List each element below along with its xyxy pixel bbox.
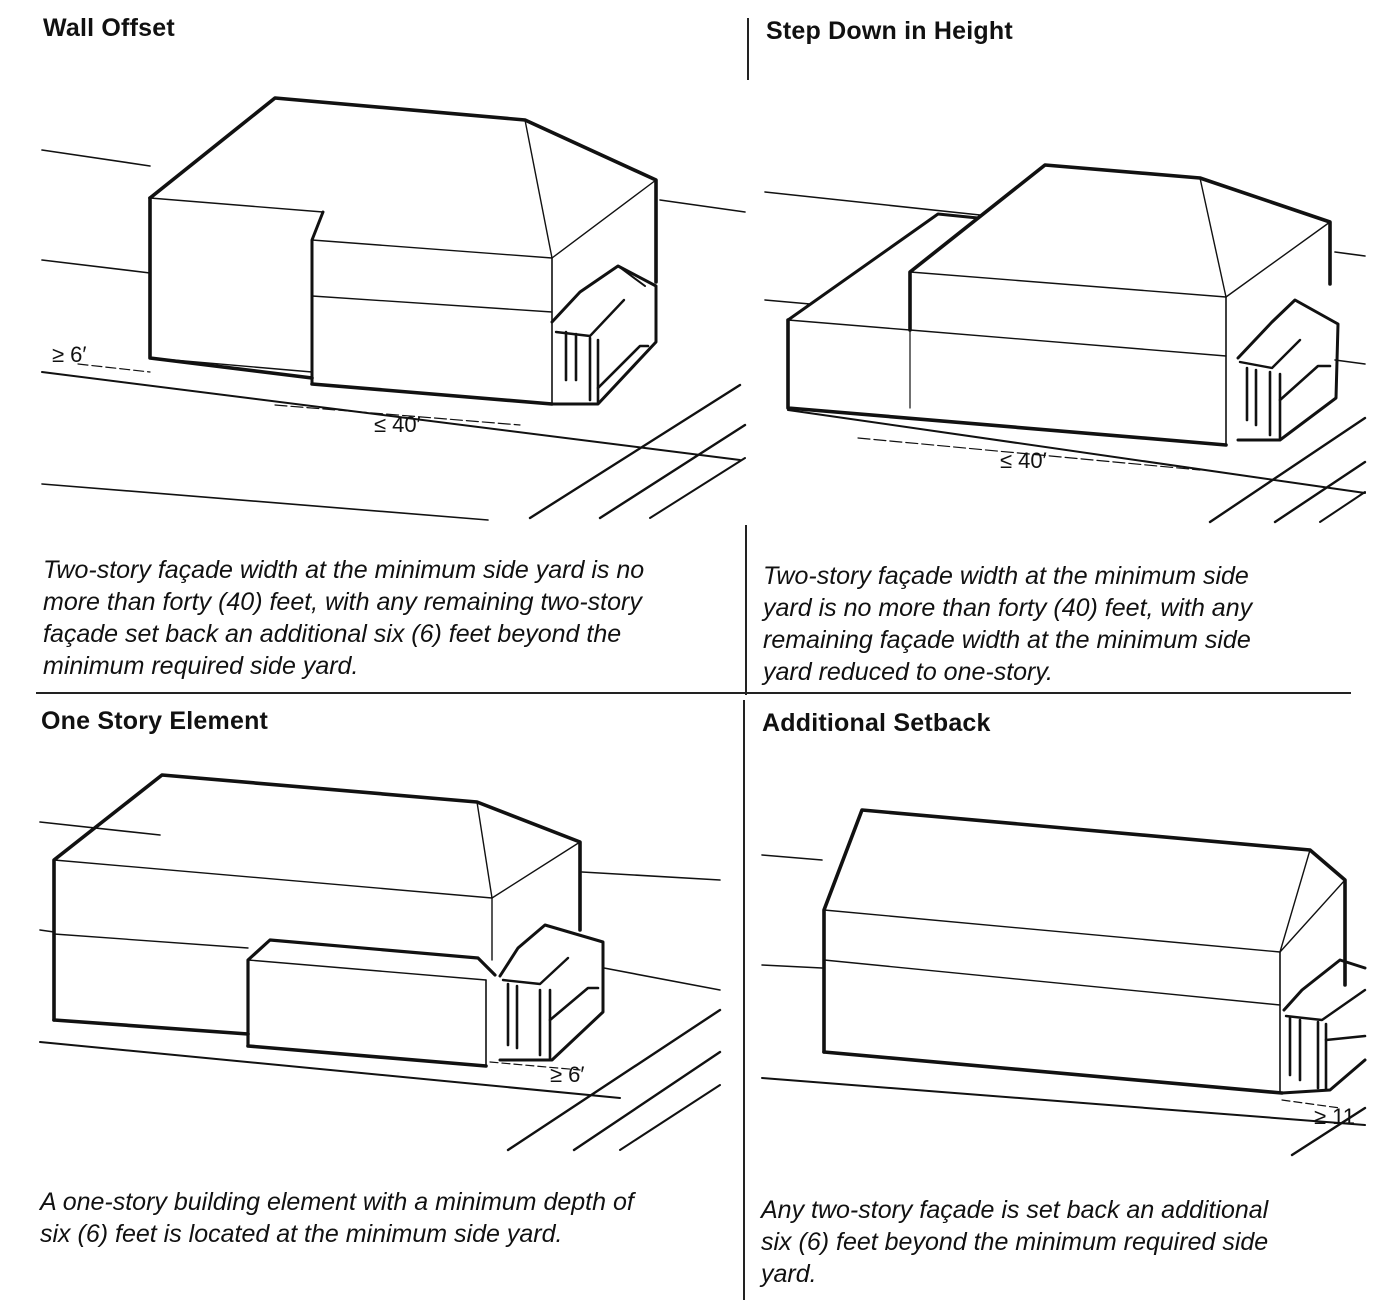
dimension-label-max-40ft: ≤ 40′ xyxy=(1000,448,1047,473)
diagram-wall-offset: ≥ 6′ ≤ 40′ xyxy=(41,96,747,521)
caption-line: minimum required side yard. xyxy=(43,652,359,680)
panel-caption-step-down: Two-story façade width at the minimum si… xyxy=(763,560,1252,688)
diagram-additional-setback: ≥ 11 xyxy=(761,808,1367,1157)
caption-line: Any two-story façade is set back an addi… xyxy=(761,1196,1269,1224)
panel-title-one-story: One Story Element xyxy=(41,707,269,735)
diagram-step-down: ≤ 40′ xyxy=(764,163,1367,524)
caption-line: façade set back an additional six (6) fe… xyxy=(43,620,622,648)
vertical-divider-middle xyxy=(745,525,747,695)
caption-line: six (6) feet beyond the minimum required… xyxy=(761,1228,1269,1256)
vertical-divider-bottom xyxy=(743,700,745,1300)
dimension-label-min-11ft: ≥ 11 xyxy=(1314,1104,1355,1129)
panel-caption-wall-offset: Two-story façade width at the minimum si… xyxy=(43,554,644,682)
caption-line: six (6) feet is located at the minimum s… xyxy=(40,1220,563,1248)
dimension-label-min-6ft: ≥ 6′ xyxy=(52,342,87,367)
caption-line: Two-story façade width at the minimum si… xyxy=(43,556,645,584)
panel-title-wall-offset: Wall Offset xyxy=(43,14,175,42)
caption-line: yard reduced to one-story. xyxy=(763,658,1053,686)
dimension-label-max-40ft: ≤ 40′ xyxy=(374,412,421,437)
caption-line: yard is no more than forty (40) feet, wi… xyxy=(763,594,1253,622)
horizontal-divider xyxy=(36,692,1351,694)
caption-line: more than forty (40) feet, with any rema… xyxy=(43,588,642,616)
diagram-one-story-element: ≥ 6′ xyxy=(39,773,722,1152)
panel-caption-one-story: A one-story building element with a mini… xyxy=(40,1186,634,1250)
panel-caption-additional-setback: Any two-story façade is set back an addi… xyxy=(761,1194,1268,1290)
panel-title-additional-setback: Additional Setback xyxy=(762,709,991,737)
panel-title-step-down: Step Down in Height xyxy=(766,17,1013,45)
caption-line: A one-story building element with a mini… xyxy=(40,1188,634,1216)
vertical-divider-top xyxy=(747,18,749,80)
caption-line: remaining façade width at the minimum si… xyxy=(763,626,1251,654)
caption-line: Two-story façade width at the minimum si… xyxy=(763,562,1249,590)
caption-line: yard. xyxy=(761,1260,817,1288)
dimension-label-min-6ft: ≥ 6′ xyxy=(550,1062,585,1087)
